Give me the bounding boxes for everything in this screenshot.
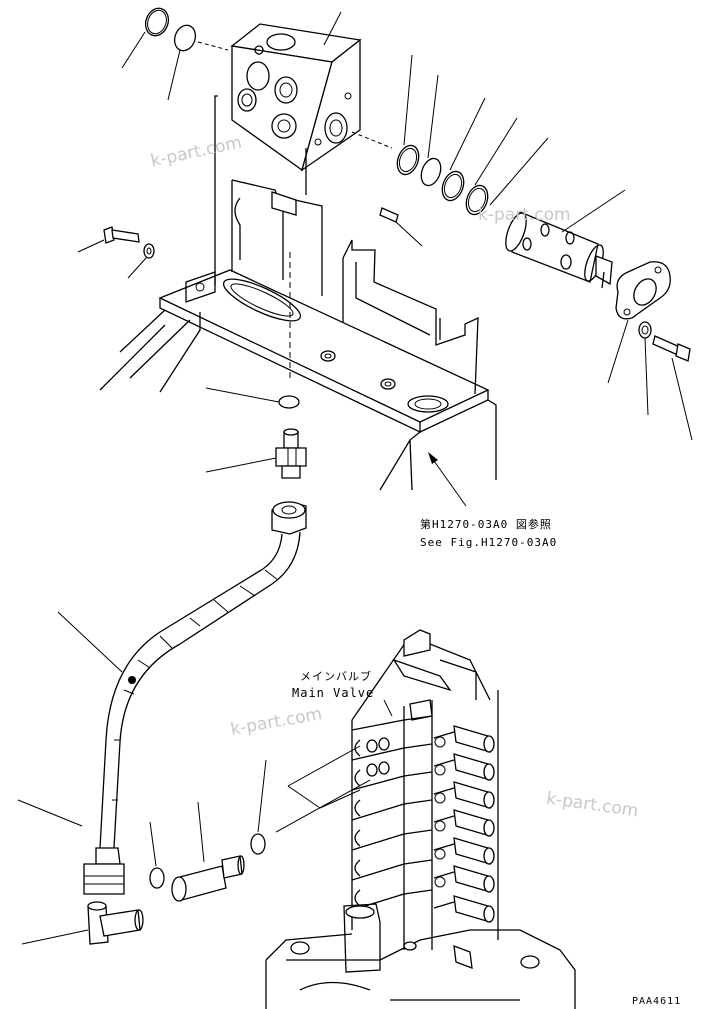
o-ring-bottom-1 [149, 867, 165, 889]
o-ring-right-1 [396, 144, 420, 176]
base-plate [99, 239, 497, 491]
washer-right [638, 321, 652, 339]
flange-cover [615, 261, 671, 320]
spool-cartridge [505, 211, 613, 289]
leader-line [474, 117, 518, 186]
o-ring-right-4 [465, 184, 489, 216]
bolt-right [652, 335, 691, 362]
straight-adapter [171, 855, 245, 902]
leader-line [17, 799, 83, 827]
leader-line [489, 137, 549, 206]
spool-caps [433, 725, 495, 923]
centerline [197, 41, 229, 51]
main-valve-leader [383, 699, 393, 717]
nipple-adapter [275, 428, 307, 479]
watermark: k-part.com [478, 205, 571, 225]
leader-line [57, 611, 123, 673]
leader-line [644, 337, 649, 416]
valve-base-housing [265, 903, 576, 1009]
bolt-left [103, 226, 140, 244]
o-ring-right-3 [441, 170, 465, 202]
leader-line [205, 387, 280, 403]
leader-line [323, 11, 342, 46]
washer-left [143, 243, 155, 259]
mounting-bracket [185, 95, 323, 303]
o-ring-right-2 [420, 157, 442, 187]
leader-line [395, 221, 423, 247]
leader-line [607, 319, 629, 384]
leader-line [449, 97, 486, 171]
leader-line [561, 189, 626, 233]
valve-block [230, 23, 362, 172]
main-valve-assembly [265, 629, 576, 1009]
leader-line [21, 929, 89, 945]
leader-line [167, 49, 181, 101]
leader-line [671, 357, 693, 441]
centerline [351, 131, 393, 149]
elbow-fitting [87, 901, 144, 945]
leader-line [427, 74, 439, 159]
leader-line [77, 239, 105, 253]
leader-line [197, 801, 205, 863]
valve-sections [351, 715, 433, 911]
leader-line [257, 759, 267, 833]
figure-reference-jp: 第H1270-03A0 図参照 [420, 518, 552, 531]
o-ring-mid [278, 395, 300, 409]
leader-line [127, 257, 147, 279]
page-code: PAA4611 [632, 996, 682, 1007]
dowel-pin [379, 207, 423, 247]
leader-line [149, 821, 157, 867]
hose-assembly [83, 501, 307, 895]
group-bracket [275, 745, 371, 833]
figure-reference-en: See Fig.H1270-03A0 [420, 536, 558, 549]
leader-line [205, 457, 277, 473]
main-valve-label-en: Main Valve [292, 686, 375, 700]
o-ring-top-left-1 [144, 7, 170, 37]
o-ring-bottom-2 [250, 833, 266, 855]
leader-line [403, 54, 413, 146]
reference-arrow [428, 452, 467, 507]
leader-line [121, 31, 146, 69]
main-valve-label-jp: メインバルブ [300, 670, 372, 683]
o-ring-top-left-2 [173, 24, 197, 52]
